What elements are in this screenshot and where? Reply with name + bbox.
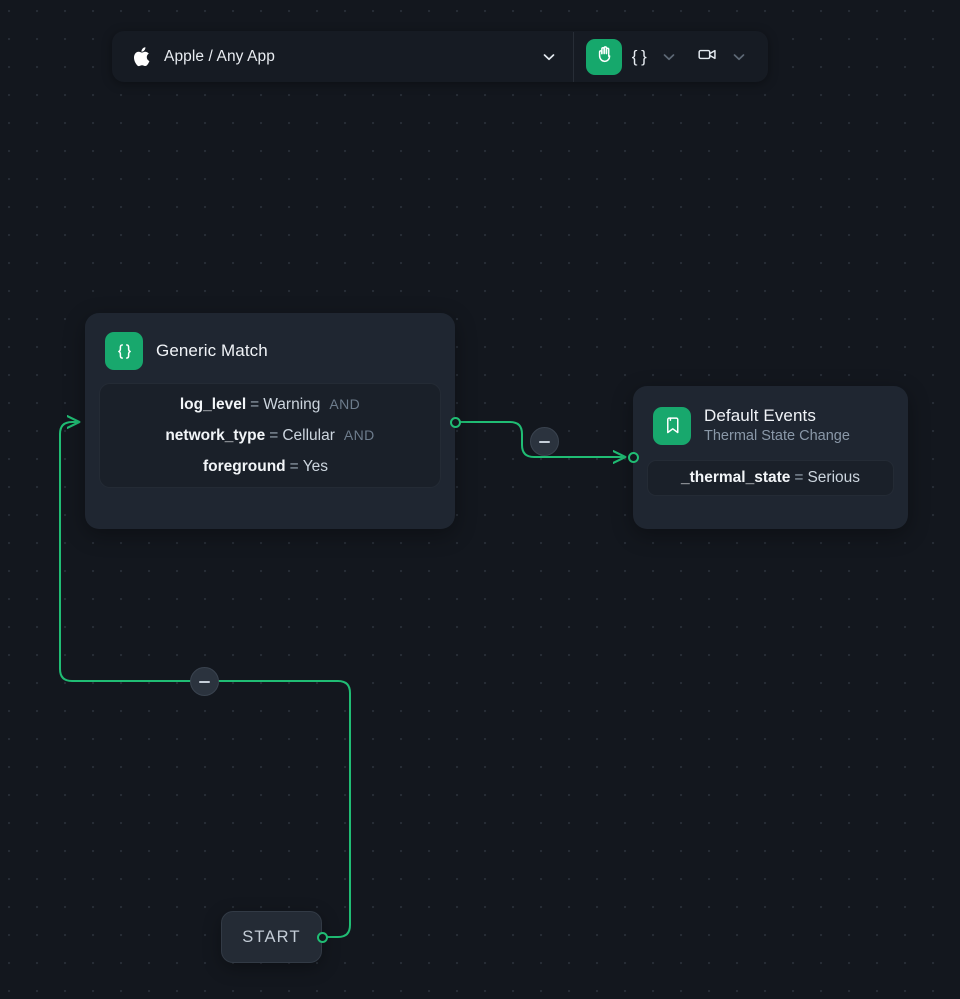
toolbar-divider	[573, 31, 574, 82]
node-output-handle-generic-match[interactable]	[450, 417, 461, 428]
node-input-handle-default-events[interactable]	[628, 452, 639, 463]
condition-key: foreground	[202, 457, 286, 475]
video-dropdown-chevron-down-icon[interactable]	[724, 41, 754, 73]
braces-icon	[105, 332, 143, 370]
node-header: Default Events Thermal State Change	[647, 400, 894, 446]
toolbar-tools: { }	[574, 31, 768, 82]
minus-icon	[199, 680, 210, 683]
bookmark-icon	[653, 406, 691, 445]
edge-remove-button[interactable]	[190, 667, 219, 696]
node-output-handle-start[interactable]	[317, 932, 328, 943]
braces-tool-button[interactable]: { }	[624, 41, 654, 73]
node-header: Generic Match	[99, 327, 441, 370]
condition-row: foreground=Yes	[114, 458, 426, 476]
node-default-events[interactable]: Default Events Thermal State Change _the…	[633, 386, 908, 529]
condition-operator: =	[269, 426, 279, 444]
edge-remove-button[interactable]	[530, 427, 559, 456]
node-title: Default Events	[704, 406, 816, 425]
condition-operator: =	[794, 469, 804, 487]
pan-tool-button[interactable]	[586, 38, 622, 75]
app-select-dropdown[interactable]: Apple / Any App	[112, 31, 573, 82]
braces-icon: { }	[631, 46, 647, 66]
top-toolbar: Apple / Any App { }	[112, 31, 768, 82]
condition-join: AND	[329, 396, 361, 412]
condition-row: network_type=Cellular AND	[114, 427, 426, 445]
condition-key: network_type	[165, 426, 266, 444]
chevron-down-icon[interactable]	[539, 47, 559, 67]
condition-key: _thermal_state	[680, 469, 791, 487]
condition-operator: =	[289, 457, 299, 475]
minus-icon	[539, 440, 550, 443]
apple-logo-icon	[132, 46, 150, 68]
condition-operator: =	[250, 396, 260, 413]
condition-key: log_level	[179, 396, 247, 413]
node-title-group: Generic Match	[156, 340, 268, 361]
node-title-group: Default Events Thermal State Change	[704, 405, 850, 446]
event-property-chip: _thermal_state=Serious	[647, 460, 894, 497]
braces-dropdown-chevron-down-icon[interactable]	[654, 41, 684, 73]
start-label: START	[242, 927, 301, 946]
video-camera-icon	[697, 44, 718, 70]
node-start[interactable]: START	[221, 911, 322, 963]
condition-row: log_level=Warning AND	[114, 396, 426, 414]
condition-value: Cellular	[282, 426, 335, 444]
condition-value: Serious	[807, 469, 861, 487]
node-title: Generic Match	[156, 341, 268, 361]
node-subtitle: Thermal State Change	[704, 428, 850, 445]
app-select-label: Apple / Any App	[164, 47, 275, 65]
hand-icon	[594, 44, 615, 70]
condition-value: Yes	[302, 457, 328, 475]
video-camera-button[interactable]	[692, 41, 722, 73]
condition-join: AND	[343, 426, 375, 443]
condition-value: Warning	[263, 396, 321, 413]
